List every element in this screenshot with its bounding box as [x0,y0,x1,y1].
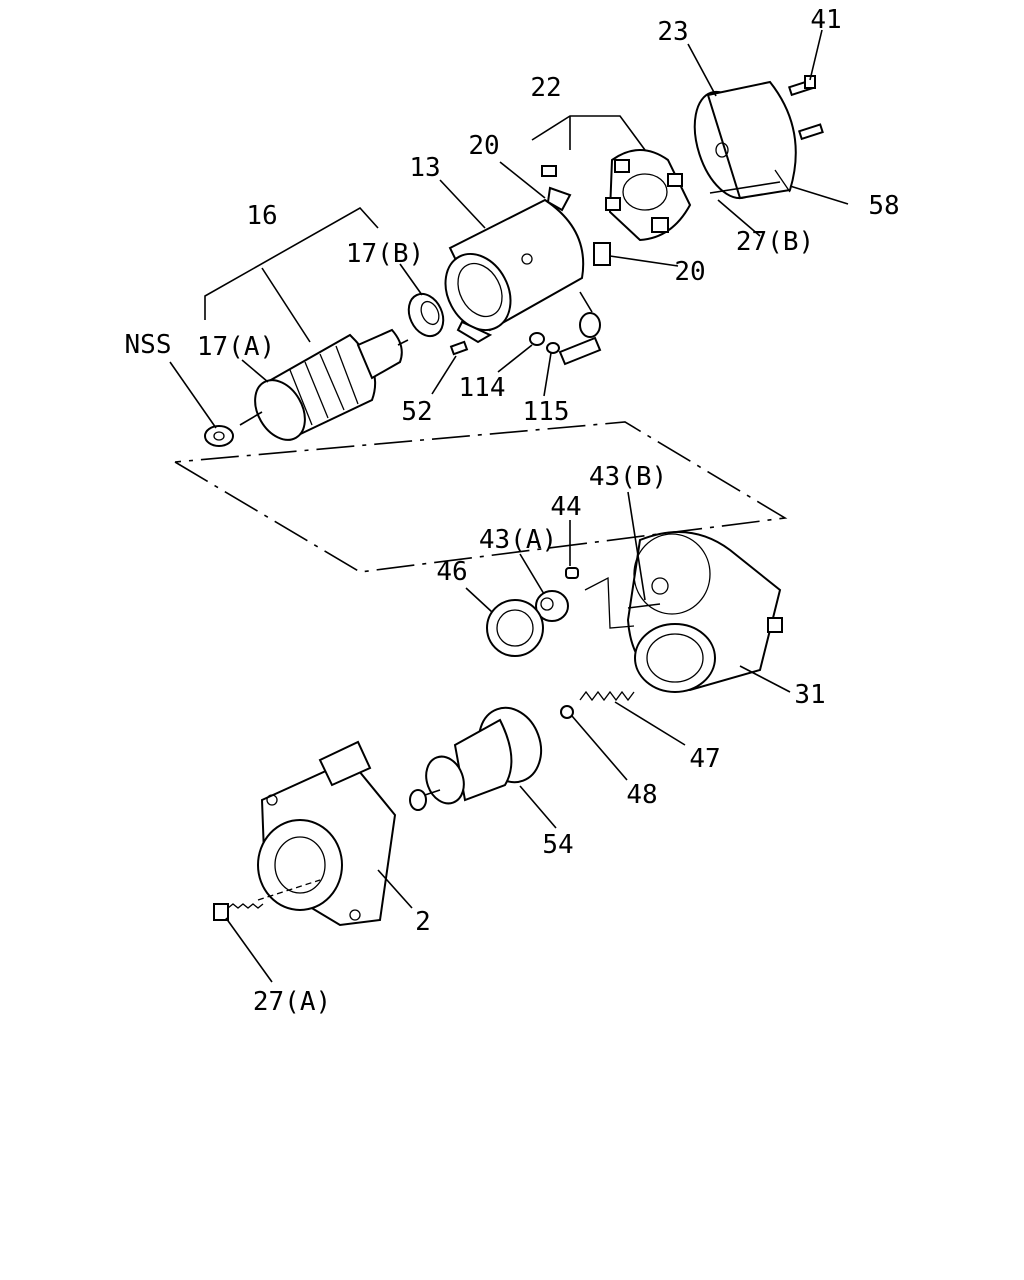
part-16-armature [239,328,409,441]
part-20-insulator [456,320,493,344]
label-13: 13 [409,153,440,183]
label-48: 48 [626,780,657,810]
part-43a-retainer [535,590,569,622]
part-52-key [449,340,469,356]
part-47-spring [579,690,635,702]
part-114-nut [529,332,545,346]
part-31-housing [626,531,783,693]
label-2: 2 [415,907,431,937]
label-58: 58 [868,191,899,221]
label-nss: NSS [125,330,172,360]
part-46-gear [486,599,544,657]
label-114: 114 [459,373,506,403]
part-27a-bolt [213,879,321,921]
part-13-yoke [444,186,611,332]
label-44: 44 [550,492,581,522]
part-22-brush-holder [605,149,692,242]
part-48-ball [560,705,574,719]
part-23-rear-cover [693,80,797,200]
label-17b: 17(B) [346,239,424,269]
label-115: 115 [523,397,570,427]
label-27a: 27(A) [253,987,331,1017]
part-58-stud-bolt [709,181,781,194]
label-52: 52 [401,397,432,427]
label-43b: 43(B) [589,462,667,492]
label-47: 47 [689,744,720,774]
part-nss-washer [204,425,234,447]
part-44-pin [565,567,579,579]
label-43a: 43(A) [479,525,557,555]
label-23: 23 [657,17,688,47]
label-17a: 17(A) [197,332,275,362]
label-41: 41 [810,5,841,35]
part-43b-shaft [627,603,661,609]
armature-group-outline [174,421,788,573]
part-54-pinion-clutch [409,706,543,811]
label-20a: 20 [468,131,499,161]
part-13-terminal [558,291,602,366]
connector-line [584,576,635,629]
label-31: 31 [794,680,825,710]
part-22-brush [541,165,557,177]
part-17b-bearing [407,292,445,338]
part-115-washer [546,342,560,354]
leader-lines [169,29,849,983]
label-27b: 27(B) [736,227,814,257]
label-54: 54 [542,830,573,860]
label-46: 46 [436,557,467,587]
label-22: 22 [530,73,561,103]
label-16: 16 [246,201,277,231]
part-2-front-housing [257,740,397,927]
label-20b: 20 [674,257,705,287]
part-41-screw [787,75,824,141]
